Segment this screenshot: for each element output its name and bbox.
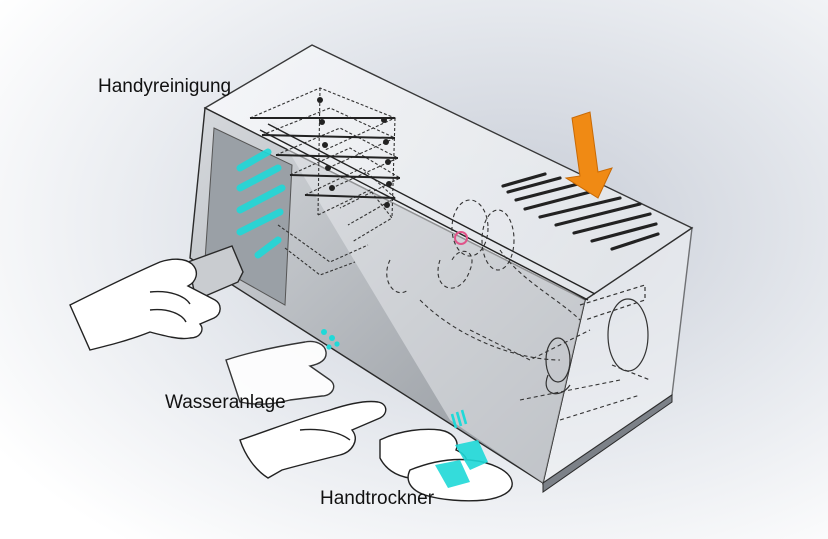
label-wasseranlage: Wasseranlage [165,392,286,413]
rod-caps [317,97,392,208]
dryer-unit [545,284,651,395]
top-rail [259,123,596,301]
shelf-rods [250,117,401,199]
water-pipes [386,199,641,421]
front-window [270,120,585,483]
hand-water-2 [225,340,335,405]
hand-water-1 [239,400,387,479]
label-handtrockner: Handtrockner [320,488,435,509]
label-handyreinigung: Handyreinigung [98,76,232,97]
sensor-ring-icon [454,231,468,245]
box-base [542,394,673,493]
hand-left [69,258,221,351]
airflow-icon [435,440,488,488]
water-drop-icon [321,329,340,350]
vent-slots [501,172,660,251]
phone-shelves [249,87,402,276]
dryer-bars-icon [450,409,468,429]
uv-light-bars [236,148,286,259]
down-arrow-icon [564,111,613,199]
